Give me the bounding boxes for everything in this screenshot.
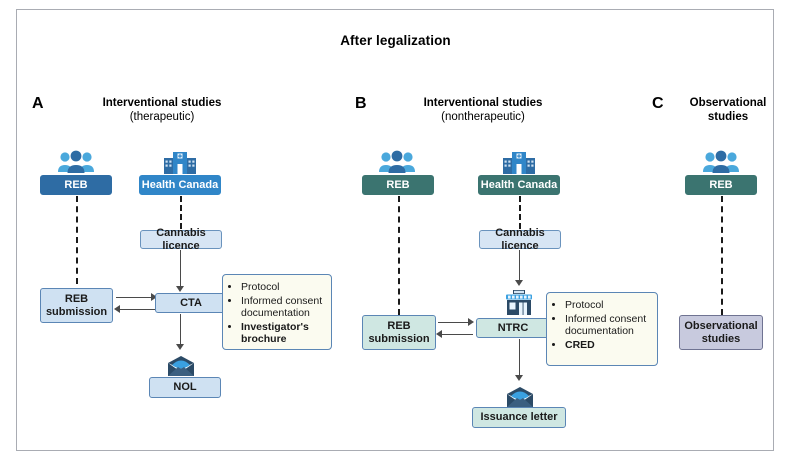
node-cannabis-licence-b[interactable]: Cannabis licence	[479, 227, 561, 252]
panel-a-heading-sub: (therapeutic)	[129, 111, 195, 123]
hospital-icon	[503, 152, 535, 174]
connector-submission-to-ntrc-b	[438, 322, 470, 323]
observational-line2-c: studies	[701, 332, 741, 345]
requirements-list-b: Protocol Informed consent documentation …	[551, 299, 651, 351]
panel-heading-a: Interventional studies (therapeutic)	[62, 96, 262, 124]
node-ntrc-b[interactable]: NTRC	[476, 318, 550, 338]
figure-title: After legalization	[340, 33, 451, 48]
connector-licence-to-cta-a	[180, 250, 181, 288]
people-icon	[379, 150, 415, 173]
store-icon	[506, 290, 532, 315]
panel-a-heading-main: Interventional studies	[102, 97, 222, 109]
people-icon	[58, 150, 94, 173]
connector-hc-to-licence-b	[519, 196, 521, 229]
node-reb-submission-a[interactable]: REB submission	[40, 288, 113, 323]
node-reb-submission-b[interactable]: REB submission	[362, 315, 436, 350]
connector-cta-to-submission-a	[119, 309, 156, 310]
node-issuance-letter-b[interactable]: Issuance letter	[472, 407, 566, 428]
node-health-canada-b[interactable]: Health Canada	[478, 175, 560, 195]
requirement-item: Informed consent documentation	[241, 295, 325, 320]
requirement-item: Informed consent documentation	[565, 313, 651, 338]
figure-frame	[16, 9, 774, 451]
node-cta-a[interactable]: CTA	[155, 293, 227, 313]
observational-line1-c: Observational	[684, 319, 758, 332]
requirement-item: Investigator's brochure	[241, 321, 325, 346]
connector-licence-to-ntrc-b	[519, 250, 520, 282]
connector-ntrc-to-issuance-b	[519, 339, 520, 377]
node-reb-a[interactable]: REB	[40, 175, 112, 195]
connector-cta-to-nol-a	[180, 314, 181, 346]
arrow-submission-to-cta-a	[151, 293, 157, 301]
arrow-ntrc-to-issuance-b	[515, 375, 523, 381]
envelope-icon	[507, 387, 533, 407]
envelope-icon	[168, 356, 194, 376]
node-health-canada-a[interactable]: Health Canada	[139, 175, 221, 195]
panel-heading-c: Observational studies	[672, 96, 784, 124]
requirements-card-b: Protocol Informed consent documentation …	[546, 292, 658, 366]
reb-submission-line2-b: submission	[368, 332, 430, 345]
node-observational-studies-c[interactable]: Observational studies	[679, 315, 763, 350]
node-nol-a[interactable]: NOL	[149, 377, 221, 398]
arrow-cta-to-submission-a	[114, 305, 120, 313]
arrow-licence-to-ntrc-b	[515, 280, 523, 286]
reb-submission-line1-a: REB	[64, 292, 89, 305]
panel-b-heading-main: Interventional studies	[423, 97, 543, 109]
connector-submission-to-cta-a	[116, 297, 153, 298]
panel-letter-a: A	[32, 95, 44, 112]
arrow-licence-to-cta-a	[176, 286, 184, 292]
requirements-card-a: Protocol Informed consent documentation …	[222, 274, 332, 350]
panel-letter-c: C	[652, 95, 664, 112]
hospital-icon	[164, 152, 196, 174]
requirement-item: Protocol	[241, 281, 325, 294]
connector-ntrc-to-submission-b	[441, 334, 473, 335]
connector-reb-to-submission-a	[76, 196, 78, 284]
requirement-item: Protocol	[565, 299, 651, 312]
requirement-item: CRED	[565, 339, 651, 352]
arrow-submission-to-ntrc-b	[468, 318, 474, 326]
reb-submission-line1-b: REB	[387, 319, 411, 332]
panel-c-heading-main: Observational	[689, 97, 767, 109]
node-reb-b[interactable]: REB	[362, 175, 434, 195]
panel-letter-b: B	[355, 95, 367, 112]
people-icon	[703, 150, 739, 173]
node-cannabis-licence-a[interactable]: Cannabis licence	[140, 227, 222, 252]
connector-hc-to-licence-a	[180, 196, 182, 229]
arrow-ntrc-to-submission-b	[436, 330, 442, 338]
requirements-list-a: Protocol Informed consent documentation …	[227, 281, 325, 346]
reb-submission-line2-a: submission	[45, 305, 108, 318]
panel-b-heading-sub: (nontherapeutic)	[441, 111, 525, 123]
connector-reb-to-observational-c	[721, 196, 723, 315]
node-reb-c[interactable]: REB	[685, 175, 757, 195]
arrow-cta-to-nol-a	[176, 344, 184, 350]
connector-reb-to-submission-b	[398, 196, 400, 315]
panel-c-heading-sub: studies	[707, 111, 749, 123]
panel-heading-b: Interventional studies (nontherapeutic)	[383, 96, 583, 124]
